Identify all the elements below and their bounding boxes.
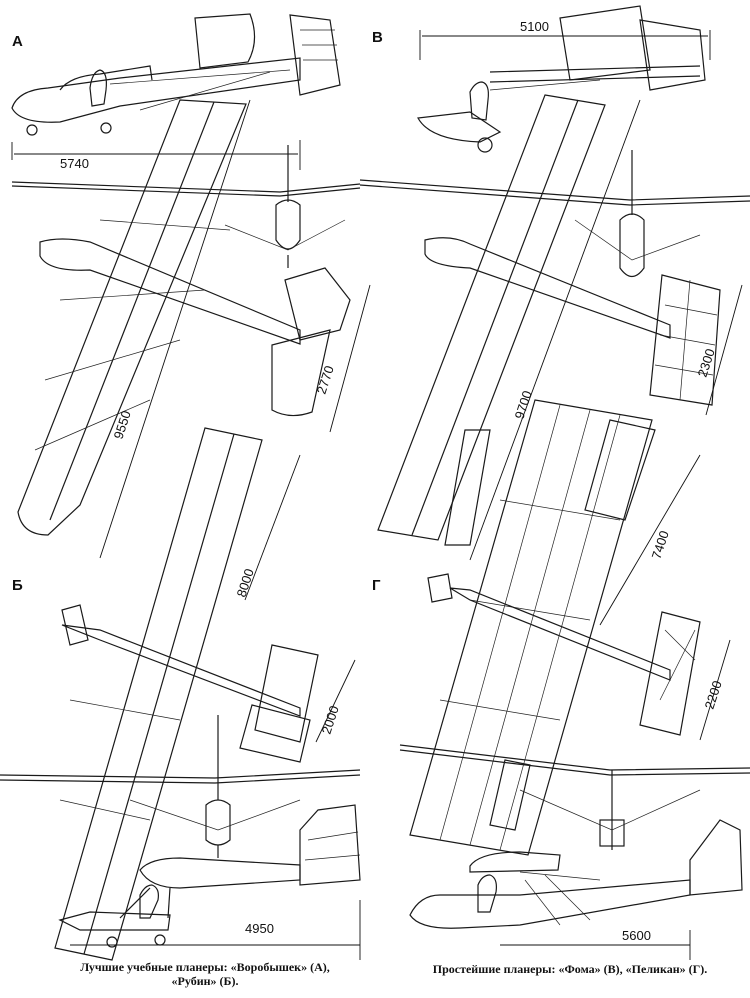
panel-g-side-view: 5600 [409,819,743,960]
panel-v-side-view: 5100 [417,5,711,153]
panel-v-front-view [359,150,750,278]
caption-right: Простейшие планеры: «Фома» (В), «Пеликан… [432,962,708,976]
panel-a-front-view [11,145,361,268]
panel-b-front-view [0,715,361,858]
panel-g: Г 7400 2200 [372,399,750,960]
panel-v-plan-view: 9700 2300 [377,94,743,561]
panel-v-length-dim: 5100 [520,19,549,34]
panel-b-plan-view: 8000 2000 [54,427,356,961]
panel-a-letter: А [12,33,23,50]
panel-b: Б 8000 2000 [0,427,361,961]
caption-left-line1: Лучшие учебные планеры: «Воробышек» (А), [80,960,330,974]
panel-g-tail-dim: 2200 [702,679,725,711]
panel-a-span-dim: 9550 [111,409,134,441]
panel-g-length-dim: 5600 [622,928,651,943]
caption-left-line2: «Рубин» (Б). [171,974,239,988]
panel-v-letter: В [372,29,383,46]
panel-g-front-view [399,744,750,850]
panel-b-tail-dim: 2000 [319,704,342,736]
panel-a-length-dim: 5740 [60,156,89,171]
panel-v: В 5100 [359,5,750,561]
panel-b-side-view: 4950 [58,804,361,960]
panel-v-span-dim: 9700 [512,389,535,421]
panel-g-span-dim: 7400 [649,529,672,561]
panel-b-letter: Б [12,577,23,594]
panel-g-letter: Г [372,577,381,594]
panel-a-tail-dim: 2770 [314,364,337,396]
panel-b-span-dim: 8000 [234,567,257,599]
panel-a-side-view: 5740 [11,13,341,171]
panel-b-length-dim: 4950 [245,921,274,936]
caption-left: Лучшие учебные планеры: «Воробышек» (А),… [40,960,370,988]
